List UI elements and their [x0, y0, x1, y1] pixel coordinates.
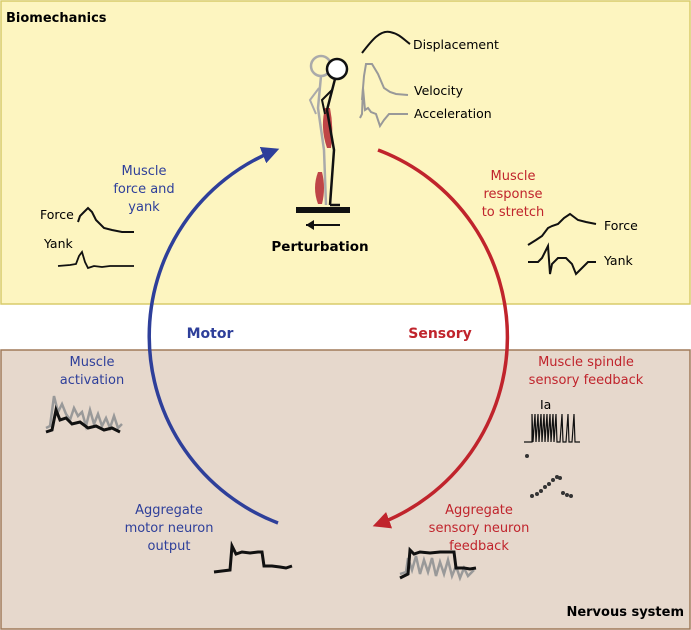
ia-firing-rate-dots — [525, 454, 573, 498]
activation-trace-grey — [45, 395, 123, 432]
perturbation-label: Perturbation — [271, 239, 368, 255]
ia-label: Ia — [540, 397, 551, 412]
svg-text:output: output — [148, 539, 191, 554]
velocity-label: Velocity — [414, 83, 464, 98]
svg-text:Muscle spindle: Muscle spindle — [538, 355, 634, 370]
motor-yank-label: Yank — [43, 236, 73, 251]
svg-text:sensory feedback: sensory feedback — [529, 373, 644, 388]
svg-text:response: response — [483, 187, 542, 202]
nervous-system-title: Nervous system — [566, 605, 684, 620]
svg-text:force and: force and — [113, 182, 174, 197]
displacement-label: Displacement — [413, 37, 499, 52]
biomechanics-panel — [0, 0, 691, 305]
biomechanics-title: Biomechanics — [6, 11, 107, 26]
svg-text:Aggregate: Aggregate — [135, 503, 203, 518]
muscle-spindle-label: Muscle spindle sensory feedback — [529, 355, 644, 388]
muscle-response-stretch-label: Muscle response to stretch — [482, 169, 545, 220]
svg-text:Muscle: Muscle — [491, 169, 536, 184]
svg-text:sensory neuron: sensory neuron — [429, 521, 530, 536]
sensory-neuron-trace-grey — [399, 555, 475, 582]
sensory-yank-trace — [528, 242, 596, 276]
muscle-activation-label: Muscle activation — [60, 355, 124, 388]
displacement-trace — [361, 30, 411, 54]
velocity-trace — [361, 63, 409, 101]
sensory-force-label: Force — [604, 218, 638, 233]
figure-head — [325, 57, 349, 81]
standing-figure — [308, 54, 349, 207]
nervous-system-panel — [0, 349, 691, 630]
svg-text:feedback: feedback — [449, 539, 509, 554]
sensory-yank-label: Yank — [603, 253, 633, 268]
sensory-label: Sensory — [408, 326, 472, 342]
acceleration-label: Acceleration — [414, 106, 492, 121]
muscle-force-yank-label: Muscle force and yank — [113, 164, 174, 215]
svg-text:Muscle: Muscle — [122, 164, 167, 179]
motor-label: Motor — [187, 326, 234, 342]
motor-neuron-output-trace — [213, 540, 293, 574]
sensory-arc — [372, 148, 510, 529]
thigh-muscle — [322, 108, 333, 148]
sensory-neuron-trace-dark — [399, 546, 477, 580]
calf-muscle — [315, 172, 324, 204]
motor-force-label: Force — [40, 207, 74, 222]
platform — [296, 207, 350, 213]
ia-spike-train — [524, 413, 580, 443]
motor-force-trace — [77, 206, 134, 233]
motor-neuron-output-label: Aggregate motor neuron output — [125, 503, 214, 554]
svg-text:Aggregate: Aggregate — [445, 503, 513, 518]
activation-trace-dark — [45, 404, 121, 434]
svg-text:motor neuron: motor neuron — [125, 521, 214, 536]
motor-yank-trace — [57, 250, 134, 270]
motor-arc — [147, 147, 280, 525]
svg-text:activation: activation — [60, 373, 124, 388]
svg-text:yank: yank — [128, 200, 160, 215]
svg-text:to stretch: to stretch — [482, 205, 545, 220]
sensory-force-trace — [527, 212, 597, 246]
svg-text:Muscle: Muscle — [70, 355, 115, 370]
sensory-neuron-feedback-label: Aggregate sensory neuron feedback — [429, 503, 530, 554]
acceleration-trace — [359, 87, 408, 129]
